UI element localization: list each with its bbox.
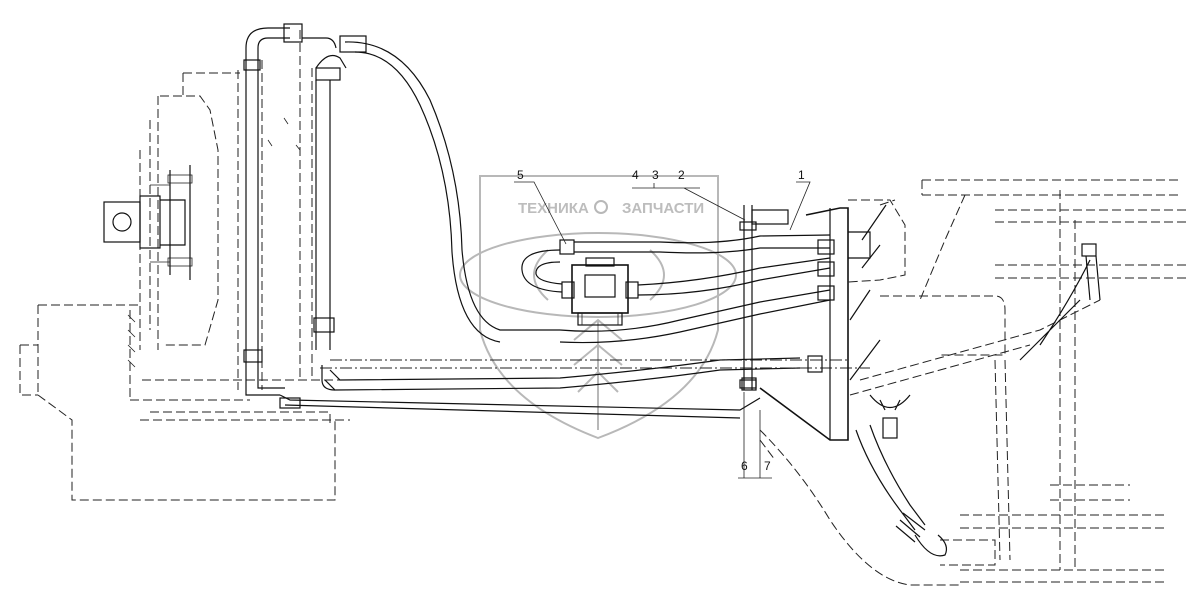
callout-3: 3 — [652, 168, 659, 182]
tractor-frame-outline — [849, 179, 1190, 583]
pump-housing — [759, 199, 906, 441]
support-bracket — [739, 205, 789, 390]
watermark-left-word: ТЕХНИКА — [518, 200, 589, 217]
distributor-valve — [559, 239, 639, 326]
gear-icon — [594, 200, 608, 214]
watermark-logo: ТЕХНИКА ЗАПЧАСТИ — [459, 175, 737, 440]
watermark-right-word: ЗАПЧАСТИ — [622, 200, 704, 217]
lower-right-hose — [759, 394, 960, 586]
pressure-hose-upper — [339, 35, 560, 343]
callout-7: 7 — [764, 459, 771, 473]
callout-4: 4 — [632, 168, 639, 182]
callout-5: 5 — [517, 168, 524, 182]
return-lines — [279, 357, 870, 419]
engine-outline — [19, 72, 350, 501]
callout-1: 1 — [798, 168, 805, 182]
oil-cooler — [237, 23, 347, 396]
callout-2: 2 — [678, 168, 685, 182]
callout-6: 6 — [741, 459, 748, 473]
left-pump-unit — [103, 165, 193, 280]
callout-leaders — [514, 181, 811, 479]
valve-hoses — [521, 234, 831, 344]
